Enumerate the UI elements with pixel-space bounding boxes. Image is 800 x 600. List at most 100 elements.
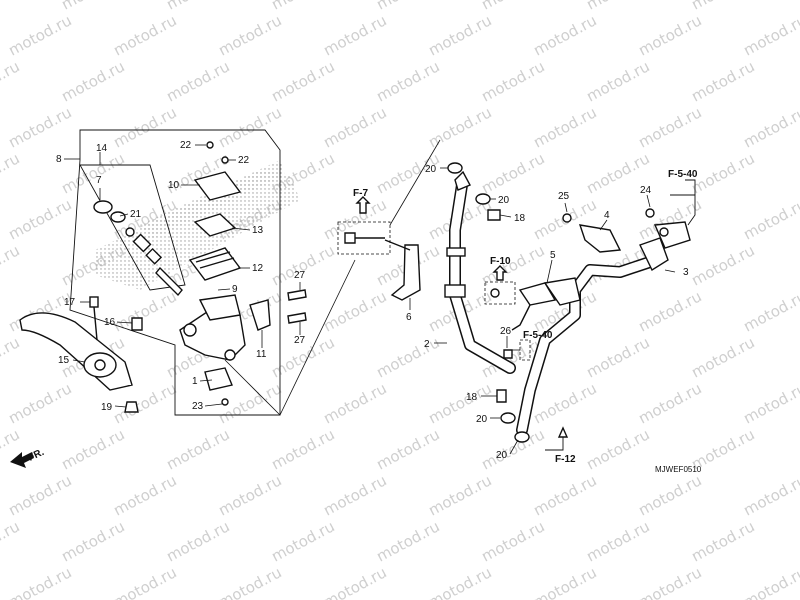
connection-lines xyxy=(224,139,441,416)
watermark-text: motod.ru xyxy=(530,103,599,151)
label-13: 13 xyxy=(252,225,264,236)
watermark-text: motod.ru xyxy=(163,517,232,565)
watermark-text: motod.ru xyxy=(5,471,74,519)
watermark-text: motod.ru xyxy=(320,103,389,151)
watermark-text: motod.ru xyxy=(5,563,74,600)
brake-lever xyxy=(19,312,133,391)
watermark-text: motod.ru xyxy=(688,57,757,105)
label-17: 17 xyxy=(64,297,76,308)
watermark-text: motod.ru xyxy=(530,379,599,427)
label-20d: 20 xyxy=(496,450,508,461)
watermark-text: motod.ru xyxy=(373,57,442,105)
watermark-text: motod.ru xyxy=(635,471,704,519)
watermark-text: motod.ru xyxy=(58,425,127,473)
watermark-text: motod.ru xyxy=(215,471,284,519)
label-7: 7 xyxy=(96,175,102,186)
watermark-text: motod.ru xyxy=(583,0,652,14)
f12-arrow xyxy=(545,426,569,451)
brake-hose-3 xyxy=(514,237,669,443)
leader-lines xyxy=(72,144,676,455)
watermark-text: motod.ru xyxy=(740,195,800,243)
watermark-text: motod.ru xyxy=(583,425,652,473)
label-11: 11 xyxy=(256,349,267,360)
label-3: 3 xyxy=(683,267,689,278)
watermark-text: motod.ru xyxy=(740,379,800,427)
master-cylinder-body xyxy=(179,294,271,406)
watermark-text: motod.ru xyxy=(425,11,494,59)
watermark-text: motod.ru xyxy=(5,103,74,151)
watermark-text: motod.ru xyxy=(688,241,757,289)
label-22a: 22 xyxy=(180,140,192,151)
label-12: 12 xyxy=(252,263,264,274)
watermark-text: motod.ru xyxy=(635,103,704,151)
ref-f7: F-7 xyxy=(353,188,368,199)
watermark-text: motod.ru xyxy=(0,517,23,565)
watermark-text: motod.ru xyxy=(583,333,652,381)
label-10: 10 xyxy=(168,180,180,191)
label-20a: 20 xyxy=(425,164,437,175)
f540-boxes xyxy=(512,179,696,361)
bolts-27 xyxy=(287,289,307,324)
watermark-text: motod.ru xyxy=(583,57,652,105)
label-27a: 27 xyxy=(294,270,306,281)
label-14: 14 xyxy=(96,143,108,154)
label-21: 21 xyxy=(130,209,142,220)
label-19: 19 xyxy=(101,402,113,413)
label-26: 26 xyxy=(500,326,512,337)
master-cylinder-frame xyxy=(64,129,281,416)
brake-hose-2 xyxy=(444,170,516,374)
watermark-text: motod.ru xyxy=(373,425,442,473)
watermark-text: motod.ru xyxy=(320,563,389,600)
hose-joint xyxy=(645,194,696,249)
watermark-text: motod.ru xyxy=(0,333,23,381)
label-6: 6 xyxy=(406,312,412,323)
watermark-text: motod.ru xyxy=(740,563,800,600)
watermark-text: motod.ru xyxy=(635,11,704,59)
watermark-text: motod.ru xyxy=(110,471,179,519)
watermark-text: motod.ru xyxy=(0,241,23,289)
ref-f12: F-12 xyxy=(555,454,576,465)
watermark-text: motod.ru xyxy=(530,471,599,519)
watermark-text: motod.ru xyxy=(163,0,232,14)
watermark-text: motod.ru xyxy=(320,379,389,427)
watermark-text: motod.ru xyxy=(110,563,179,600)
watermark-text: motod.ru xyxy=(320,11,389,59)
hose-clamp-6 xyxy=(384,239,421,301)
reference-labels: F-7 F-10 F-5-40 F-5-40 F-12 xyxy=(353,169,698,465)
watermark-text: motod.ru xyxy=(740,287,800,335)
watermark-text: motod.ru xyxy=(635,379,704,427)
watermark-text: motod.ru xyxy=(5,195,74,243)
f10-reference-box xyxy=(484,265,516,305)
watermark-text: motod.ru xyxy=(478,241,547,289)
watermark-text: motod.ru xyxy=(58,57,127,105)
watermark-text: motod.ru xyxy=(268,425,337,473)
label-2: 2 xyxy=(424,339,430,350)
watermark-text: motod.ru xyxy=(215,563,284,600)
piston-components xyxy=(93,200,183,297)
watermark-text: motod.ru xyxy=(110,103,179,151)
watermark-text: motod.ru xyxy=(268,517,337,565)
watermark-text: motod.ru xyxy=(740,11,800,59)
ref-f540b: F-5-40 xyxy=(668,169,698,180)
watermark-text: motod.ru xyxy=(688,149,757,197)
label-24: 24 xyxy=(640,185,652,196)
label-20c: 20 xyxy=(476,414,488,425)
watermark-text: motod.ru xyxy=(740,103,800,151)
label-8: 8 xyxy=(56,154,62,165)
part-labels: 22 22 10 13 12 9 11 1 23 21 7 14 8 15 17… xyxy=(56,140,689,461)
label-18b: 18 xyxy=(466,392,478,403)
diagram-code: MJWEF0510 xyxy=(655,465,702,474)
watermark-text: motod.ru xyxy=(58,517,127,565)
watermark-text: motod.ru xyxy=(373,333,442,381)
watermark-text: motod.ru xyxy=(268,241,337,289)
ref-f540a: F-5-40 xyxy=(523,330,553,341)
watermark-text: motod.ru xyxy=(373,517,442,565)
watermark-text: motod.ru xyxy=(58,149,127,197)
watermark-text: motod.ru xyxy=(268,0,337,14)
label-16: 16 xyxy=(104,317,116,328)
watermark-text: motod.ru xyxy=(688,333,757,381)
watermark-text: motod.ru xyxy=(163,425,232,473)
watermark-text: motod.ru xyxy=(215,103,284,151)
